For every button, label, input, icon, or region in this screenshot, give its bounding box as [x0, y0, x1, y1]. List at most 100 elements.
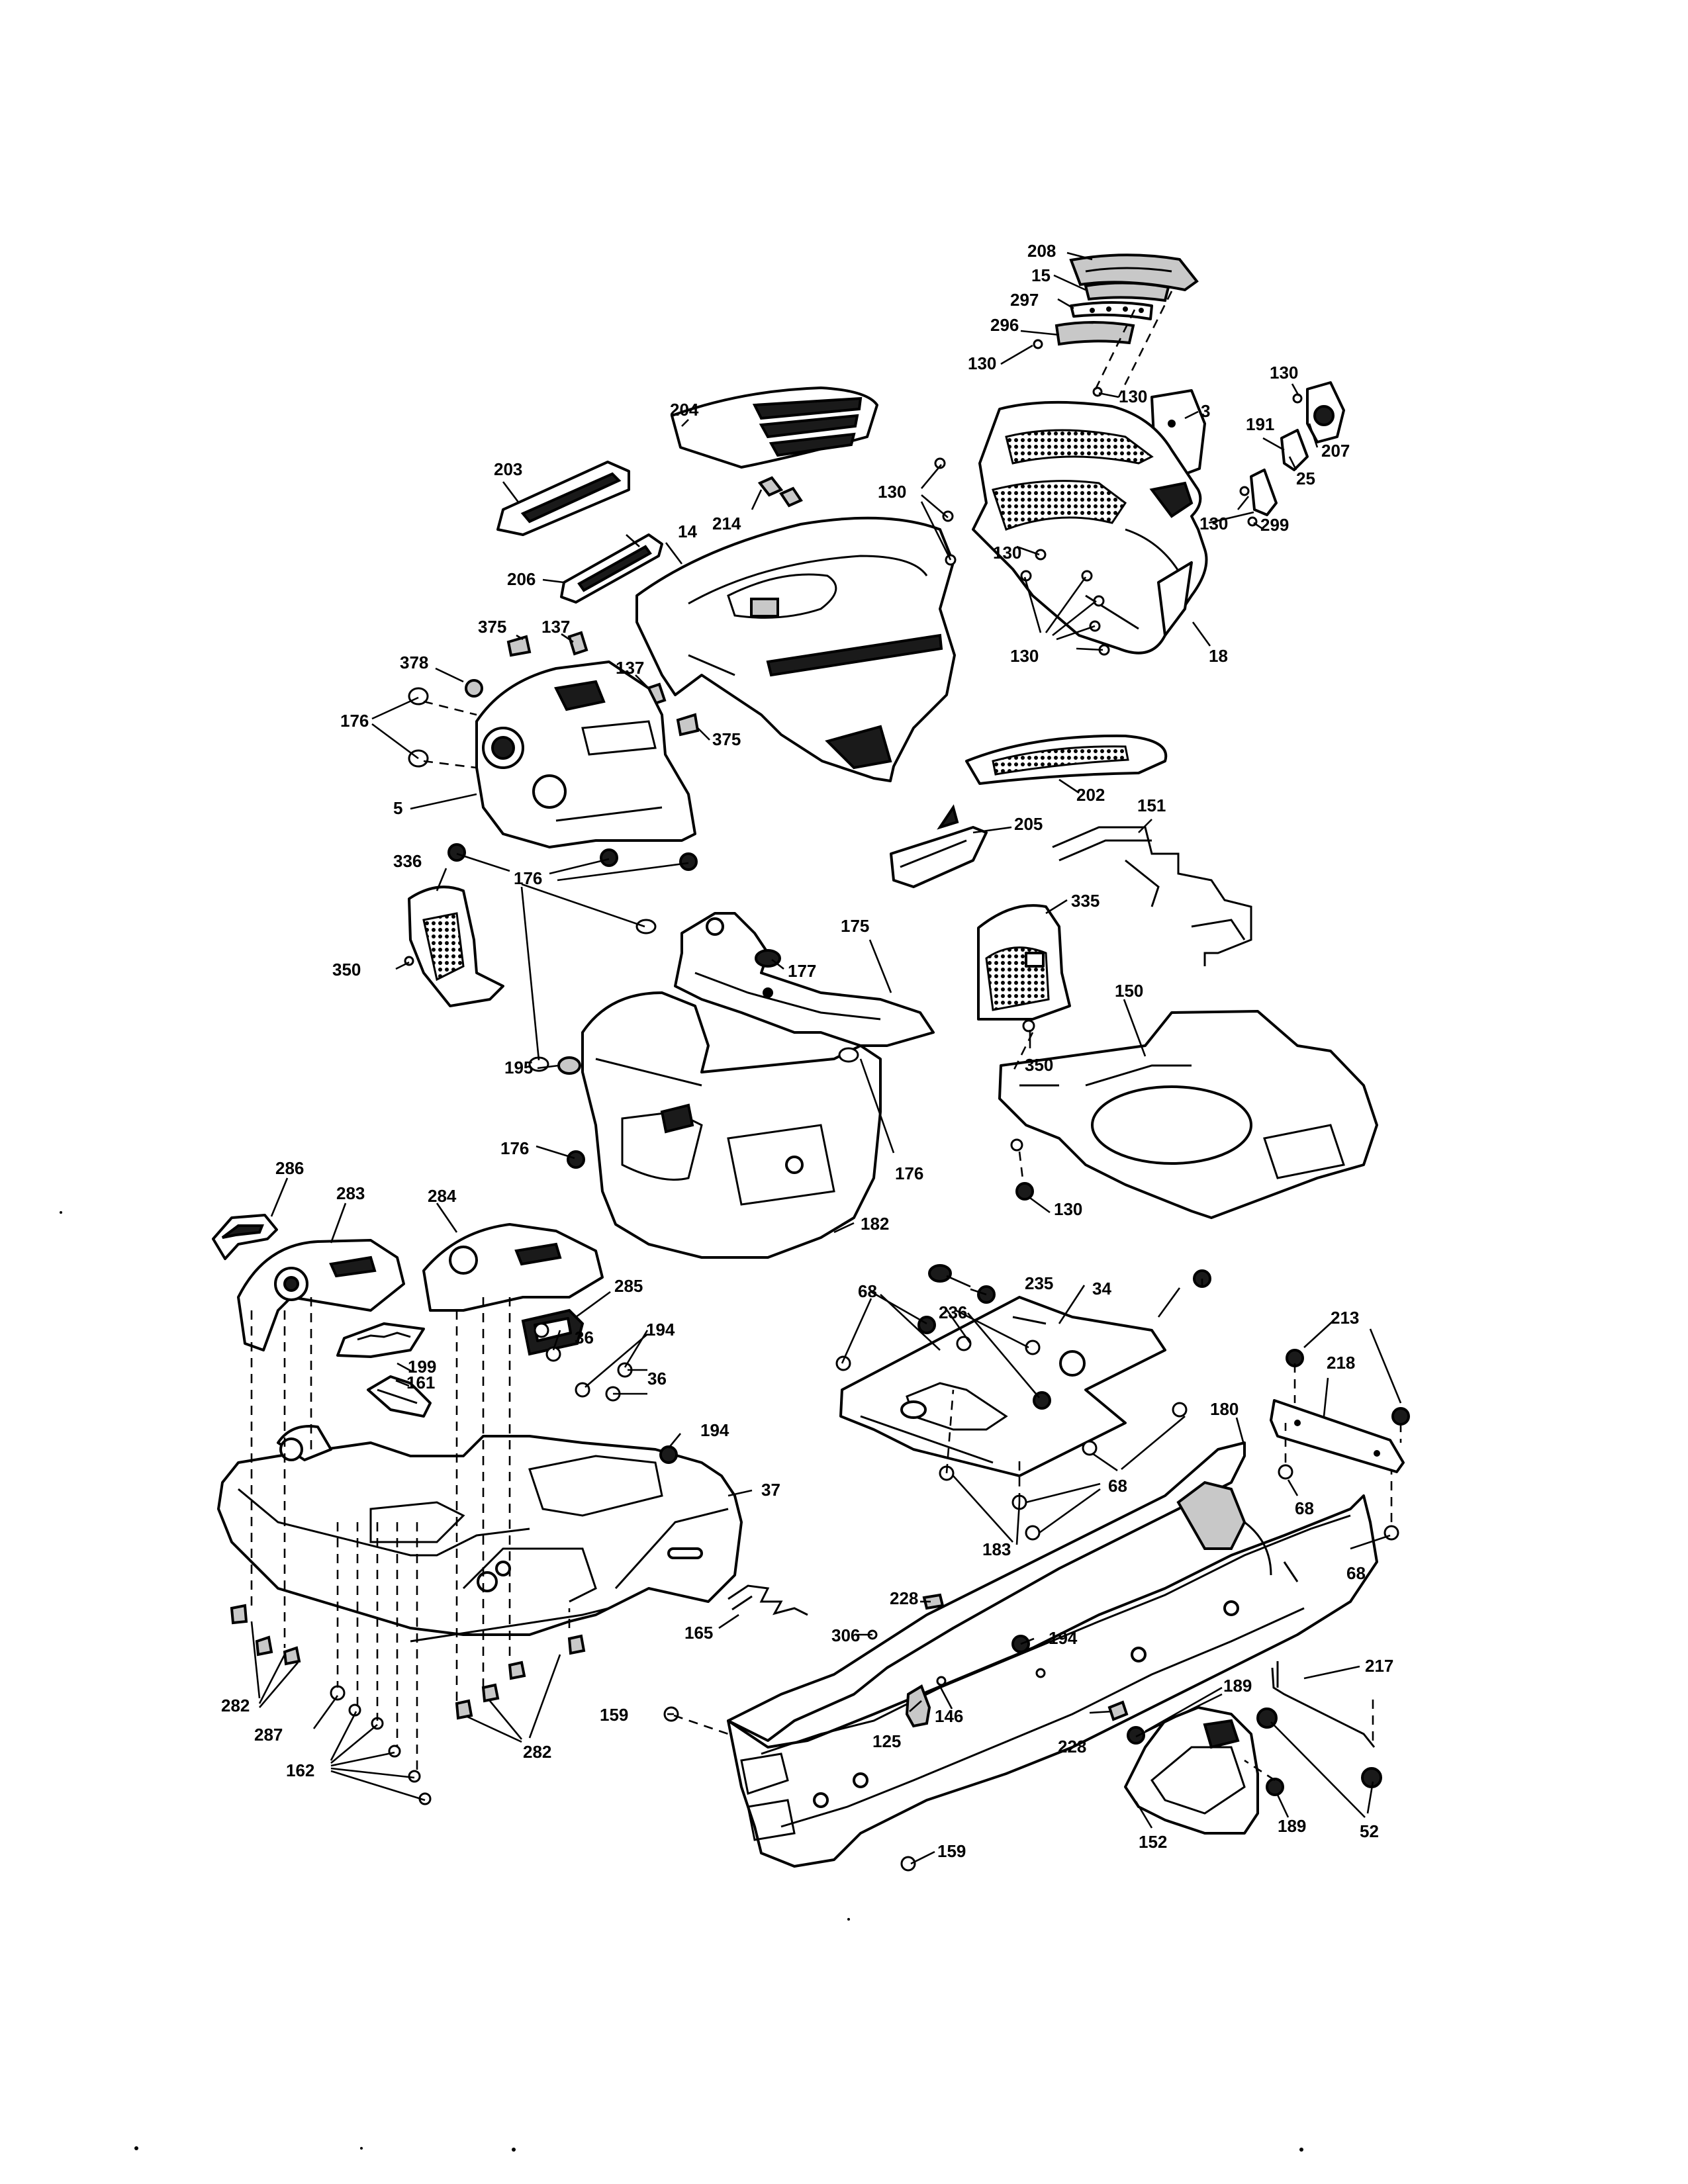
parts-group — [212, 253, 1405, 1868]
callout-68-c: 68 — [1295, 1498, 1314, 1518]
callout-162: 162 — [286, 1760, 314, 1780]
callout-36-b: 36 — [647, 1369, 667, 1388]
callout-191: 191 — [1246, 414, 1274, 434]
callout-137-b: 137 — [616, 658, 644, 678]
callout-336: 336 — [393, 851, 422, 871]
grommet-195 — [557, 1056, 581, 1075]
callout-282-b: 282 — [523, 1742, 551, 1762]
callout-282-a: 282 — [221, 1696, 250, 1715]
callout-159-b: 159 — [937, 1841, 966, 1861]
panel-205 — [890, 804, 988, 888]
lower-dash-182 — [581, 991, 882, 1259]
bushing-228-a — [922, 1593, 945, 1610]
callout-176-c: 176 — [500, 1138, 529, 1158]
pad-375-a — [506, 635, 532, 657]
hood-top-204 — [671, 387, 878, 469]
callout-146: 146 — [935, 1706, 963, 1726]
headlight-191 — [1280, 429, 1309, 471]
hood-body-14 — [635, 516, 956, 782]
callout-183: 183 — [982, 1539, 1011, 1559]
bracket-161 — [367, 1375, 432, 1418]
alignment-lines — [250, 291, 1402, 1782]
rod-217 — [1271, 1661, 1376, 1748]
callout-217: 217 — [1365, 1656, 1393, 1676]
callout-228-a: 228 — [890, 1588, 918, 1608]
callout-199: 199 — [408, 1357, 436, 1377]
callout-296: 296 — [990, 315, 1019, 335]
bracket-199 — [336, 1322, 425, 1358]
callout-375-a: 375 — [478, 617, 506, 637]
callout-350-a: 350 — [332, 960, 361, 979]
grille-insert-202 — [965, 734, 1168, 785]
cover-335 — [977, 904, 1071, 1021]
fasteners-group — [230, 339, 1410, 1872]
callout-37: 37 — [761, 1480, 780, 1500]
callout-182: 182 — [861, 1214, 889, 1234]
grille-nose-18 — [972, 400, 1208, 655]
callout-218: 218 — [1327, 1353, 1355, 1373]
callout-335: 335 — [1071, 891, 1100, 911]
callout-208: 208 — [1027, 241, 1056, 261]
callout-15: 15 — [1031, 265, 1051, 285]
callout-34: 34 — [1092, 1279, 1111, 1298]
callout-130-b: 130 — [1119, 387, 1147, 406]
callout-195: 195 — [504, 1058, 533, 1077]
callout-285: 285 — [614, 1276, 643, 1296]
clip-214 — [757, 476, 803, 508]
bracket-151 — [1052, 826, 1252, 966]
callout-205: 205 — [1014, 814, 1043, 834]
callout-378: 378 — [400, 653, 428, 672]
callout-152: 152 — [1139, 1832, 1167, 1852]
side-vent-203 — [496, 461, 630, 536]
callout-350-b: 350 — [1025, 1055, 1053, 1075]
floor-pan-150 — [998, 1010, 1378, 1219]
callout-297: 297 — [1010, 290, 1039, 310]
cover-284 — [422, 1223, 604, 1312]
callout-176-b: 176 — [514, 868, 542, 888]
callout-194-c: 194 — [1049, 1628, 1078, 1648]
callout-176-d: 176 — [895, 1163, 923, 1183]
callout-14: 14 — [678, 522, 697, 541]
callout-287: 287 — [254, 1725, 283, 1745]
bracket-218 — [1270, 1399, 1405, 1473]
callout-3: 3 — [1201, 401, 1210, 421]
callout-labels: 208 15 297 296 130 130 204 3 130 207 191… — [221, 241, 1393, 1861]
callout-36-a: 36 — [575, 1328, 594, 1347]
callout-180: 180 — [1210, 1399, 1239, 1419]
pad-375-b — [676, 713, 700, 737]
dash-panel-5 — [475, 660, 696, 848]
clip-137-a — [567, 631, 588, 656]
bracket-299 — [1250, 469, 1278, 516]
scan-specks — [60, 1211, 1303, 2152]
callout-194-a: 194 — [646, 1320, 675, 1340]
callout-228-b: 228 — [1058, 1737, 1086, 1756]
callout-214: 214 — [712, 514, 741, 533]
callout-25: 25 — [1296, 469, 1315, 488]
callout-130-e: 130 — [993, 543, 1021, 563]
callout-299: 299 — [1260, 515, 1289, 535]
callout-189-b: 189 — [1278, 1816, 1306, 1836]
callout-235: 235 — [1025, 1273, 1053, 1293]
seat-pan-34 — [839, 1296, 1166, 1477]
callout-286: 286 — [275, 1158, 304, 1178]
callout-159-a: 159 — [600, 1705, 628, 1725]
callout-236: 236 — [939, 1302, 967, 1322]
callout-306: 306 — [831, 1625, 860, 1645]
callout-130-d: 130 — [878, 482, 906, 502]
leader-lines — [250, 251, 1402, 1865]
callout-68-d: 68 — [1346, 1563, 1366, 1583]
bushing-177 — [755, 949, 781, 968]
callout-207: 207 — [1321, 441, 1350, 461]
callout-52: 52 — [1360, 1821, 1379, 1841]
callout-18: 18 — [1209, 646, 1228, 666]
headlight-lens-15 — [1084, 281, 1170, 302]
vent-206 — [560, 533, 663, 604]
callout-130-a: 130 — [968, 353, 996, 373]
callout-206: 206 — [507, 569, 536, 589]
callout-283: 283 — [336, 1183, 365, 1203]
callout-176-a: 176 — [340, 711, 369, 731]
cover-336 — [408, 886, 504, 1007]
callout-150: 150 — [1115, 981, 1143, 1001]
support-175 — [674, 912, 935, 1047]
main-frame-180 — [727, 1441, 1378, 1868]
